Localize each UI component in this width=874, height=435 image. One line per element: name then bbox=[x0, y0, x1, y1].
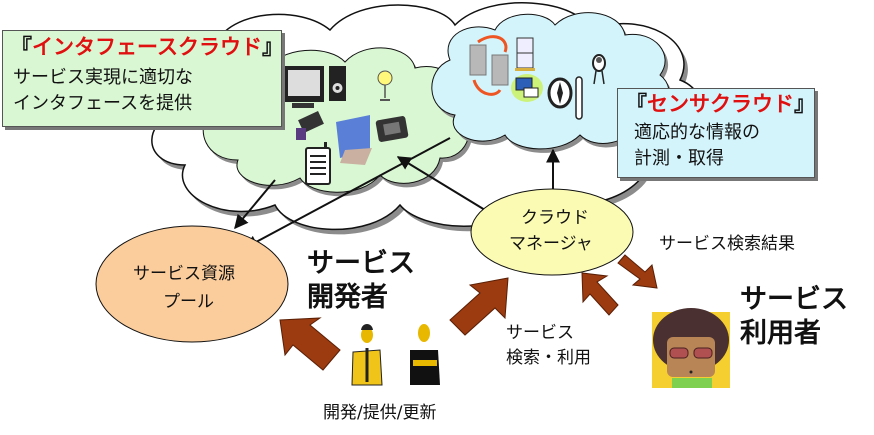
radio-device-icon bbox=[305, 142, 331, 185]
arrow-manager-to-interface bbox=[396, 156, 486, 211]
computer-icon bbox=[511, 74, 543, 102]
user-avatar-icon bbox=[652, 308, 730, 388]
monitor-icon bbox=[284, 66, 324, 108]
user-label-line2: 利用者 bbox=[740, 318, 821, 349]
sensor-cloud-desc-line1: 適応的な情報の bbox=[634, 122, 760, 143]
developer-person-icon bbox=[351, 324, 383, 386]
sensor-cloud-desc-line2: 計測・取得 bbox=[634, 148, 724, 169]
search-result-label: サービス検索結果 bbox=[659, 234, 795, 254]
interface-cloud-callout: 『インタフェースクラウド』 サービス実現に適切な インタフェースを提供 bbox=[2, 30, 283, 127]
folder-icon bbox=[336, 115, 372, 165]
sensor-cloud-callout: 『センサクラウド』 適応的な情報の 計測・取得 bbox=[617, 88, 815, 178]
search-use-label-line1: サービス bbox=[506, 323, 574, 343]
sensor-cloud-title: 『センサクラウド』 bbox=[626, 92, 815, 116]
light-bulb-icon bbox=[377, 70, 393, 101]
robot-sensor-icon bbox=[592, 54, 606, 85]
cloud-manager-label-line2: マネージャ bbox=[509, 234, 593, 254]
arrow-sensor-to-pool bbox=[243, 137, 451, 249]
resource-pool-label-line2: プール bbox=[163, 292, 214, 312]
user-label-line1: サービス bbox=[740, 284, 848, 315]
search-use-label-line2: 検索・利用 bbox=[506, 348, 591, 368]
resource-pool-label-line1: サービス資源 bbox=[133, 264, 235, 284]
cloud-manager-label-line1: クラウド bbox=[521, 208, 589, 228]
telephone-icon bbox=[375, 116, 409, 142]
thick-arrow-manager-to-user bbox=[617, 254, 658, 289]
interface-cloud-title: 『インタフェースクラウド』 bbox=[11, 35, 283, 59]
interface-cloud-desc-line2: インタフェースを提供 bbox=[13, 93, 193, 114]
video-camera-icon bbox=[296, 111, 324, 140]
developer-label-line2: 開発者 bbox=[307, 282, 388, 313]
door-sensor-icon bbox=[515, 37, 535, 71]
compass-icon bbox=[547, 77, 573, 109]
developer-label-line1: サービス bbox=[307, 248, 415, 279]
arrow-interface-to-pool bbox=[234, 179, 276, 230]
thick-arrow-dev-to-pool bbox=[279, 317, 341, 371]
server-sync-icon bbox=[469, 35, 509, 96]
developer-action-label: 開発/提供/更新 bbox=[323, 403, 437, 423]
thick-arrow-user-to-manager bbox=[581, 272, 619, 316]
speaker-icon bbox=[329, 66, 346, 101]
interface-cloud-desc-line1: サービス実現に適切な bbox=[13, 67, 193, 88]
developer-person-icon bbox=[410, 324, 440, 385]
thick-arrow-dev-to-manager bbox=[449, 277, 509, 336]
cloud-manager-node bbox=[470, 188, 634, 276]
resource-pool-node bbox=[95, 225, 289, 343]
thermometer-icon bbox=[575, 76, 583, 120]
